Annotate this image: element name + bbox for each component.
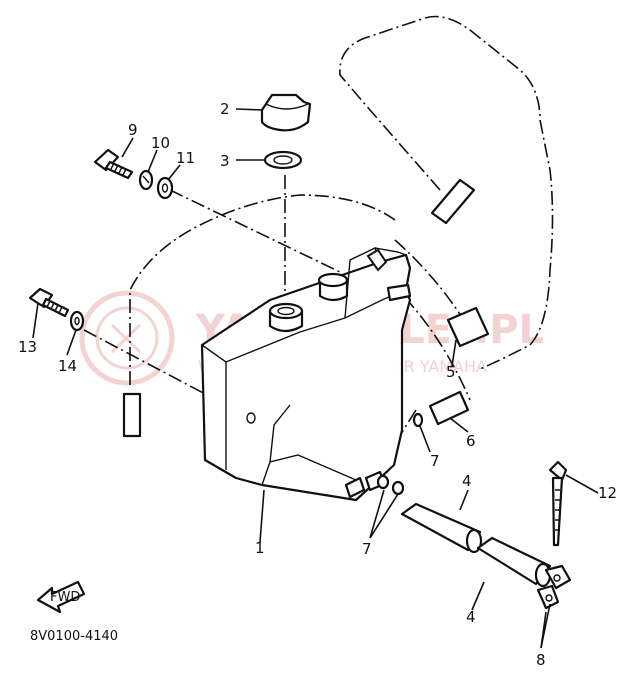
callout-13: 13 <box>18 338 37 356</box>
callout-6: 6 <box>466 432 476 450</box>
part-1-oil-tank <box>200 247 412 502</box>
part-5-hose-upper <box>430 178 476 225</box>
part-13-bolt <box>28 287 70 318</box>
callout-2: 2 <box>220 100 230 118</box>
part-9-bolt <box>93 148 134 180</box>
part-3-gasket <box>263 150 303 170</box>
leader-lines <box>32 108 599 649</box>
callout-12: 12 <box>598 484 617 502</box>
callout-7-upper: 7 <box>430 452 440 470</box>
breather-pipe <box>122 392 142 438</box>
callout-7-lower: 7 <box>362 540 372 558</box>
callout-8: 8 <box>536 651 546 669</box>
part-2-tank-cap <box>260 93 312 132</box>
part-4-hose-lower <box>476 536 552 588</box>
callout-14: 14 <box>58 357 77 375</box>
part-10-lock-washer <box>138 169 154 191</box>
part-11-washer <box>156 176 174 200</box>
callout-9: 9 <box>128 121 138 139</box>
callout-labels: 1 2 3 4 4 5 6 7 7 8 9 10 11 12 13 14 <box>18 100 617 669</box>
callout-5: 5 <box>446 363 456 381</box>
fwd-label: FWD <box>50 590 80 605</box>
forward-arrow-icon: FWD <box>36 580 86 614</box>
part-8-clamps <box>536 564 572 610</box>
callout-1: 1 <box>255 539 265 557</box>
part-4-hose-upper <box>400 502 483 554</box>
callout-4-lower: 4 <box>466 608 476 626</box>
part-14-washer <box>69 310 85 332</box>
part-7-clips <box>376 412 424 496</box>
callout-4-upper: 4 <box>462 472 472 490</box>
callout-10: 10 <box>151 134 170 152</box>
part-12-cable-tie <box>548 460 568 547</box>
callout-3: 3 <box>220 152 230 170</box>
part-5-hose <box>446 306 490 348</box>
callout-11: 11 <box>176 149 195 167</box>
part-6-hose <box>428 390 470 426</box>
figure-code: 8V0100-4140 <box>30 629 118 644</box>
